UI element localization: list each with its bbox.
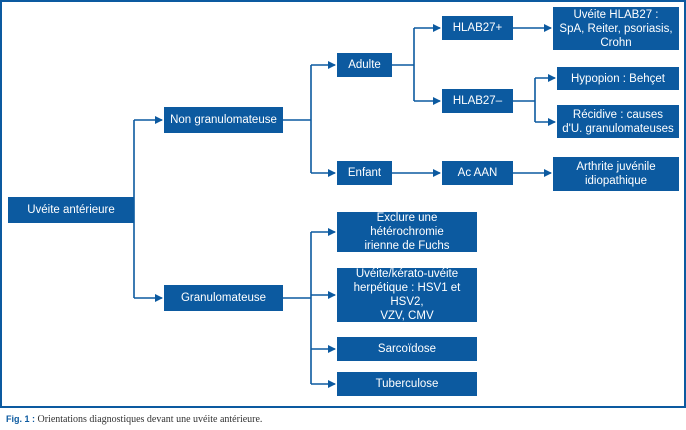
node-hlab27-neg: HLAB27–	[442, 89, 513, 113]
node-uveite-hlab27: Uvéite HLAB27 : SpA, Reiter, psoriasis, …	[553, 7, 679, 50]
node-recidive: Récidive : causes d'U. granulomateuses	[557, 105, 679, 138]
diagram-frame: Uvéite antérieure Non granulomateuse Gra…	[0, 0, 686, 408]
node-herpetique: Uvéite/kérato-uvéite herpétique : HSV1 e…	[337, 268, 477, 322]
node-adulte: Adulte	[337, 53, 392, 77]
connector-non-granulomateuse	[283, 65, 312, 173]
node-sarcoidose: Sarcoïdose	[337, 337, 477, 361]
node-hlab27-pos: HLAB27+	[442, 16, 513, 40]
node-granulomateuse: Granulomateuse	[164, 285, 283, 311]
figure-caption: Fig. 1 : Orientations diagnostiques deva…	[6, 414, 686, 425]
node-tuberculose: Tuberculose	[337, 372, 477, 396]
node-enfant: Enfant	[337, 161, 392, 185]
node-arthrite: Arthrite juvénile idiopathique	[553, 157, 679, 191]
figure-caption-text: Orientations diagnostiques devant une uv…	[35, 414, 263, 425]
node-non-granulomateuse: Non granulomateuse	[164, 107, 283, 133]
node-uveite-anterieure: Uvéite antérieure	[8, 197, 134, 223]
diagram-connectors	[0, 0, 686, 408]
diagram-border	[0, 0, 686, 408]
node-ac-aan: Ac AAN	[442, 161, 513, 185]
connector-hlab27-neg	[513, 78, 536, 122]
connector-adulte	[392, 28, 415, 101]
node-hypopion: Hypopion : Behçet	[557, 67, 679, 90]
connector-granulomateuse	[283, 232, 312, 384]
node-heterochromie: Exclure une hétérochromie irienne de Fuc…	[337, 212, 477, 252]
figure-caption-label: Fig. 1 :	[6, 414, 35, 424]
